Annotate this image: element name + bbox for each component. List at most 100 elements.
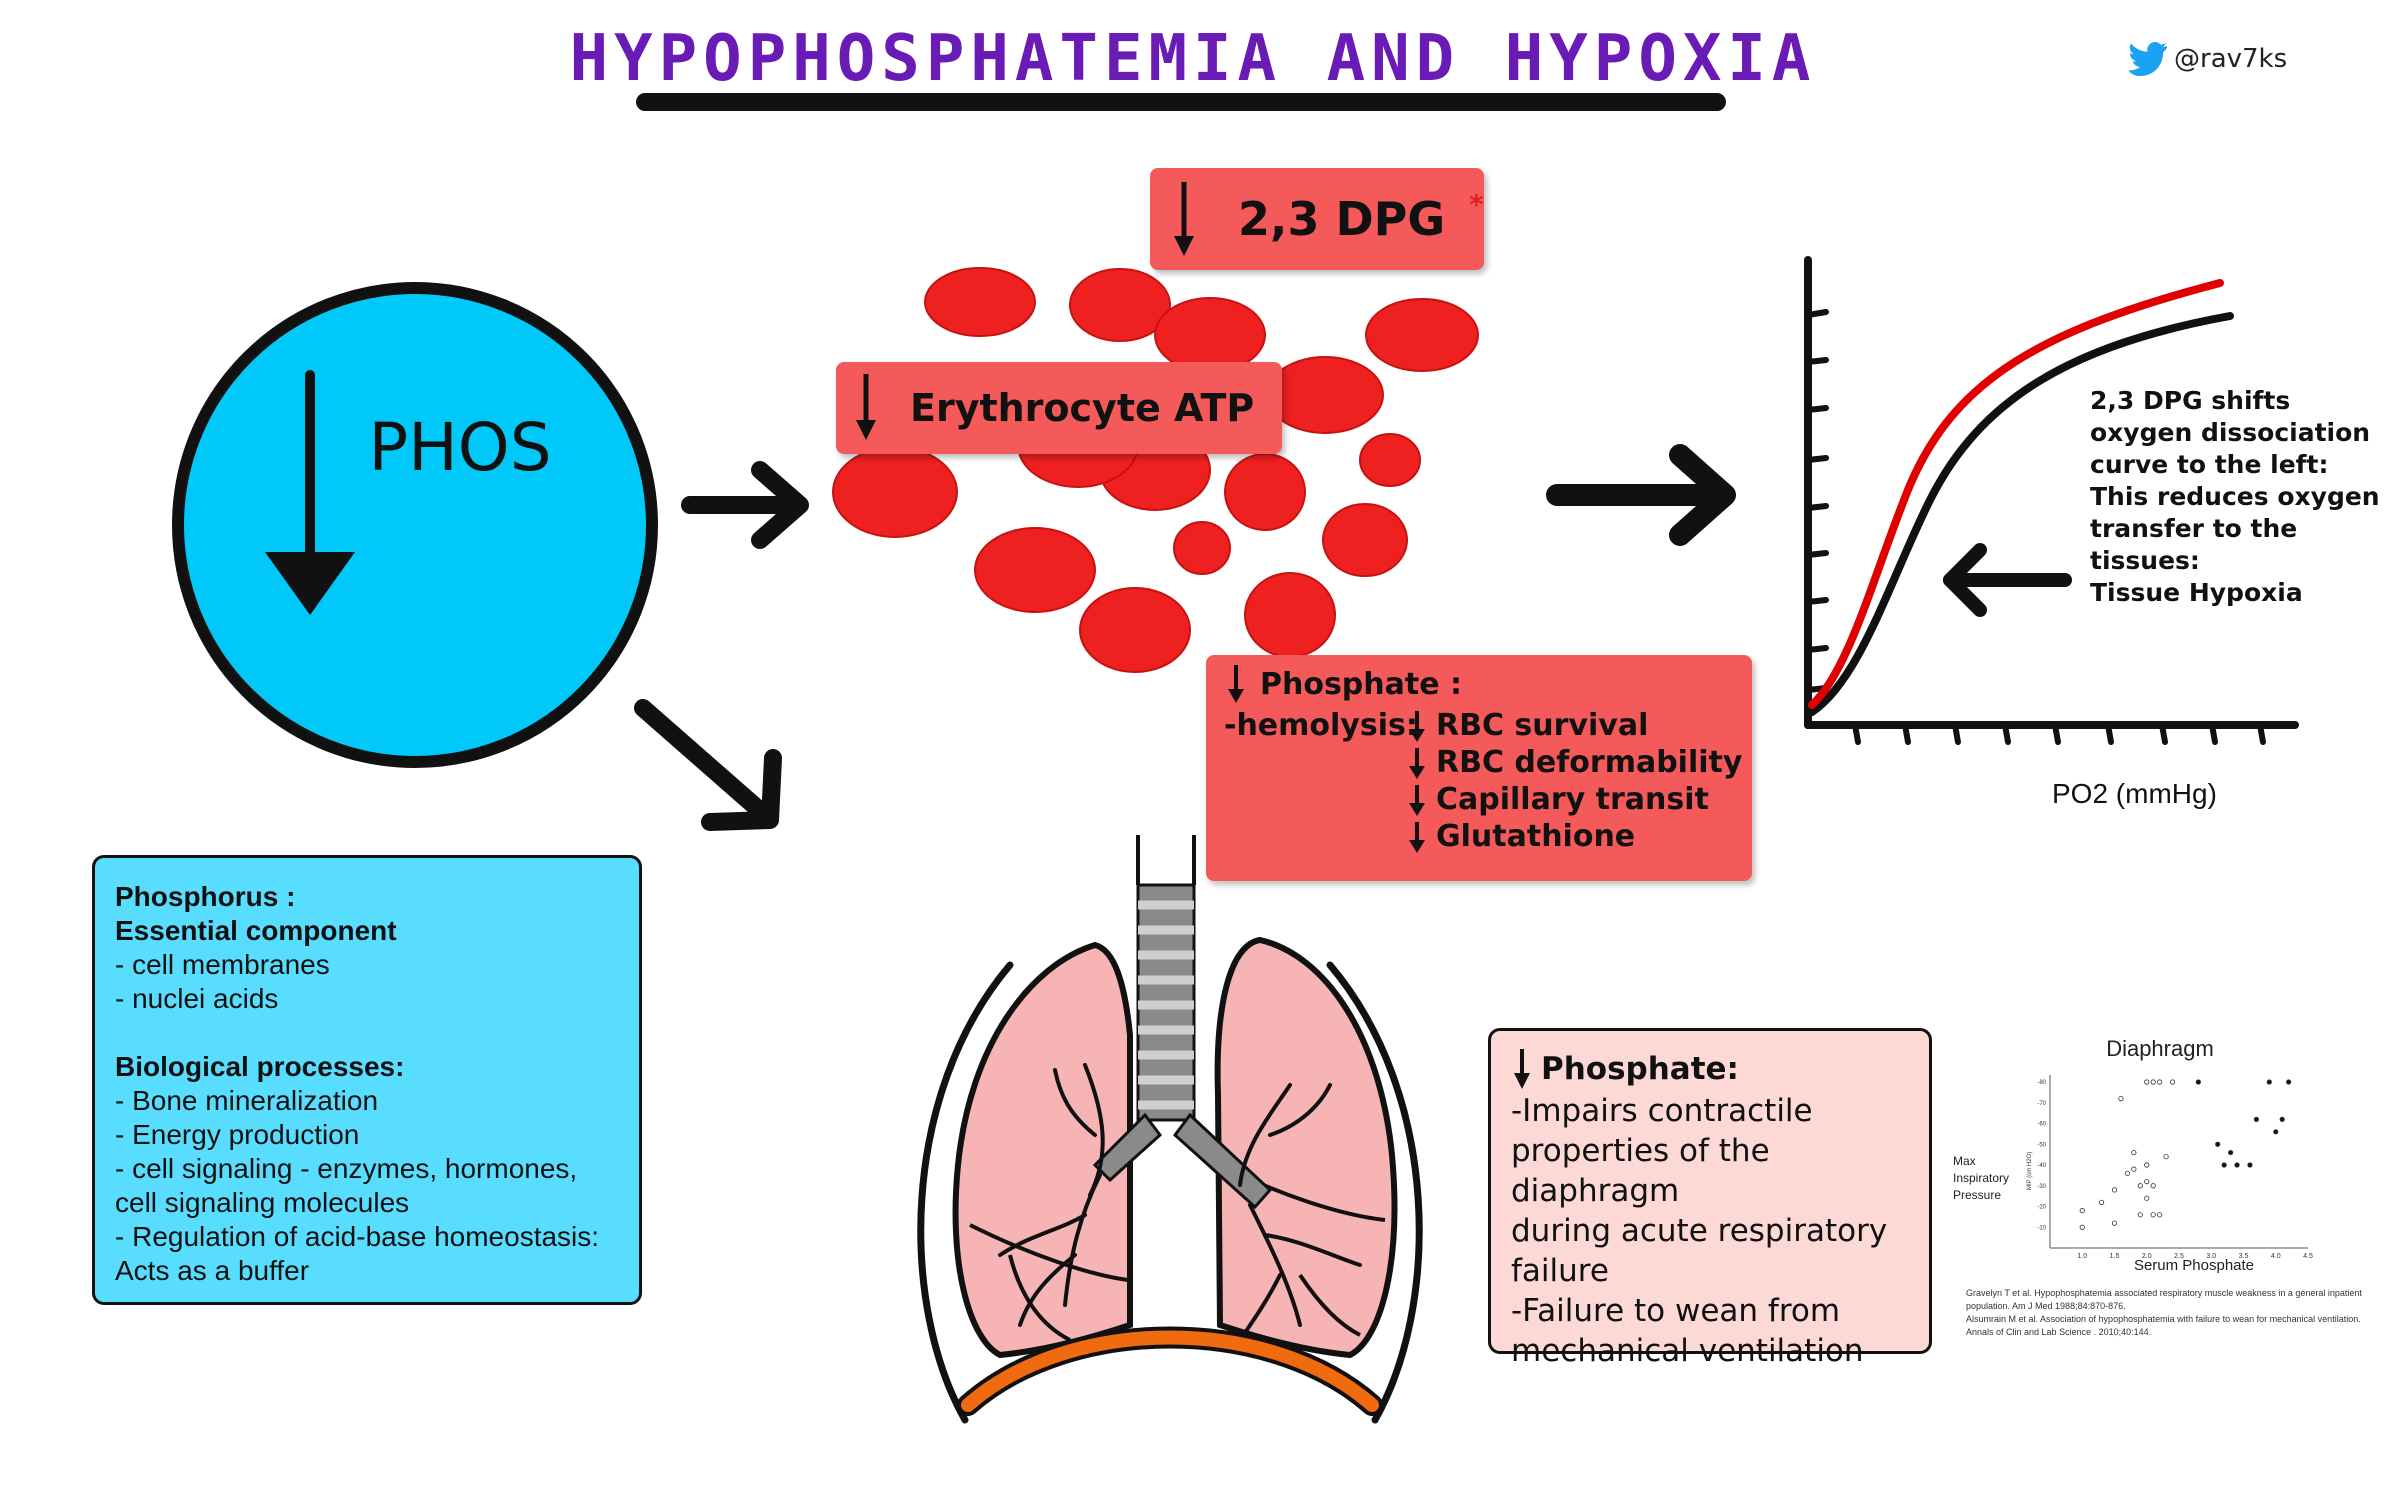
hemolysis-item: Capillary transit: [1436, 782, 1709, 817]
twitter-handle-text: @rav7ks: [2174, 44, 2288, 74]
curve-description-line: 2,3 DPG shifts: [2090, 386, 2291, 415]
x-tick-label: 3.5: [2239, 1253, 2249, 1260]
down-arrow-icon: [856, 374, 876, 440]
curve-description-line: This reduces oxygen: [2090, 482, 2380, 511]
curve-description-line: tissues:: [2090, 546, 2200, 575]
down-right-arrow-icon: [634, 699, 782, 831]
scatter-point: [2195, 1079, 2201, 1085]
scatter-point: [2286, 1079, 2292, 1085]
hemolysis-item: Glutathione: [1436, 819, 1636, 854]
scatter-point: [2279, 1116, 2285, 1122]
hemolysis-item: RBC survival: [1436, 708, 1649, 743]
diaphragm-box-line: during acute respiratory: [1511, 1213, 1888, 1249]
right-arrow-icon: [681, 461, 809, 549]
chart-title: Diaphragm: [2106, 1036, 2214, 1061]
phosphorus-heading: Phosphorus :: [115, 881, 296, 912]
down-arrow-icon: [1514, 1049, 1530, 1089]
dpg-mark: *: [1469, 187, 1484, 221]
scatter-point: [2247, 1162, 2253, 1168]
scatter-point: [2137, 1212, 2143, 1218]
scatter-point: [2157, 1212, 2163, 1218]
scatter-point: [2266, 1079, 2272, 1085]
scatter-point: [2111, 1220, 2118, 1226]
scatter-point: [2150, 1079, 2156, 1085]
scatter-point: [2079, 1208, 2085, 1214]
component-item: - nuclei acids: [115, 983, 279, 1014]
diaphragm-box-title: Phosphate:: [1541, 1051, 1739, 1087]
reference-item: Alsumrain M et al. Association of hypoph…: [1966, 1314, 2361, 1337]
scatter-point: [2163, 1154, 2169, 1160]
curve-x-label: PO2 (mmHg): [2052, 778, 2217, 809]
diaphragm-phosphate-box: Phosphate: -Impairs contractile properti…: [1488, 1028, 1932, 1369]
normal-curve: [1808, 312, 2234, 716]
y-tick-label: -20: [2037, 1205, 2046, 1211]
scatter-point: [2253, 1116, 2259, 1122]
scatter-point: [2169, 1079, 2176, 1085]
scatter-point: [2124, 1170, 2130, 1176]
oxygen-dissociation-curve: [1804, 256, 2299, 745]
curve-description-line: Tissue Hypoxia: [2090, 578, 2303, 607]
curve-description-line: oxygen dissociation: [2090, 418, 2371, 447]
diaphragm-box-line: mechanical ventilation: [1511, 1333, 1864, 1369]
chart-x-label: Serum Phosphate: [2134, 1257, 2254, 1274]
scatter-point: [2150, 1183, 2156, 1189]
red-blood-cells: [832, 267, 1479, 673]
curve-description: 2,3 DPG shifts oxygen dissociation curve…: [2090, 385, 2380, 609]
lungs-illustration: [917, 835, 1423, 1424]
scatter-point: [2150, 1212, 2156, 1218]
scatter-point: [2079, 1224, 2085, 1230]
curve-description-line: curve to the left:: [2090, 450, 2329, 479]
references: Gravelyn T et al. Hypophosphatemia assoc…: [1966, 1287, 2386, 1339]
reference-item: Gravelyn T et al. Hypophosphatemia assoc…: [1966, 1288, 2362, 1311]
dpg-box: 2,3 DPG *: [1150, 168, 1484, 270]
down-arrow-icon: [1174, 182, 1194, 256]
hemolysis-label: -hemolysis:: [1224, 708, 1418, 743]
diaphragm-box-line: -Failure to wean from: [1511, 1293, 1841, 1329]
scatter-point: [2144, 1162, 2150, 1168]
diaphragm-box-line: properties of the diaphragm: [1511, 1133, 1770, 1209]
process-item: - cell signaling - enzymes, hormones, ce…: [115, 1153, 578, 1218]
phosphorus-info-box: Phosphorus : Essential component - cell …: [92, 855, 642, 1305]
scatter-point: [2131, 1149, 2137, 1156]
dpg-label: 2,3 DPG: [1238, 192, 1446, 246]
x-tick-label: 2.0: [2142, 1253, 2152, 1260]
down-arrow-icon: [1228, 665, 1244, 703]
page-title: HYPOPHOSPHATEMIA AND HYPOXIA: [569, 22, 1817, 96]
y-tick-label: -50: [2037, 1142, 2046, 1148]
component-item: - cell membranes: [115, 949, 330, 980]
essential-component-heading: Essential component: [115, 915, 397, 946]
down-arrow-icon: [1409, 710, 1425, 742]
biological-processes-heading: Biological processes:: [115, 1051, 405, 1082]
twitter-bird-icon: [2128, 42, 2167, 76]
scatter-point: [2227, 1149, 2234, 1156]
down-arrow-icon: [1409, 821, 1425, 853]
scatter-point: [2099, 1199, 2105, 1205]
process-item: - Energy production: [115, 1119, 360, 1150]
y-tick-label: -10: [2037, 1225, 2046, 1231]
down-arrow-icon: [1409, 784, 1425, 816]
twitter-handle: @rav7ks: [2128, 42, 2287, 76]
y-tick-label: -80: [2037, 1080, 2046, 1086]
scatter-point: [2157, 1079, 2163, 1085]
hemolysis-item: RBC deformability: [1436, 745, 1743, 780]
x-tick-label: 3.0: [2206, 1253, 2216, 1260]
y-tick-label: -30: [2037, 1184, 2046, 1190]
scatter-point: [2131, 1166, 2137, 1172]
x-tick-label: 2.5: [2174, 1253, 2184, 1260]
erythrocyte-atp-label: Erythrocyte ATP: [910, 386, 1255, 430]
erythrocyte-atp-box: Erythrocyte ATP: [836, 362, 1282, 454]
phos-circle: PHOS: [172, 282, 658, 768]
diaphragm: [961, 1330, 1379, 1412]
scatter-point: [2111, 1187, 2118, 1193]
process-item: - Regulation of acid-base homeostasis: A…: [115, 1221, 600, 1286]
curve-description-line: transfer to the: [2090, 514, 2298, 543]
left-shifted-curve: [1808, 279, 2224, 709]
x-tick-label: 1.0: [2077, 1253, 2087, 1260]
y-tick-label: -40: [2037, 1163, 2046, 1169]
diaphragm-box-line: -Impairs contractile: [1511, 1093, 1813, 1129]
x-tick-label: 4.0: [2271, 1253, 2281, 1260]
phosphate-title: Phosphate :: [1260, 666, 1463, 702]
scatter-point: [2137, 1183, 2143, 1189]
